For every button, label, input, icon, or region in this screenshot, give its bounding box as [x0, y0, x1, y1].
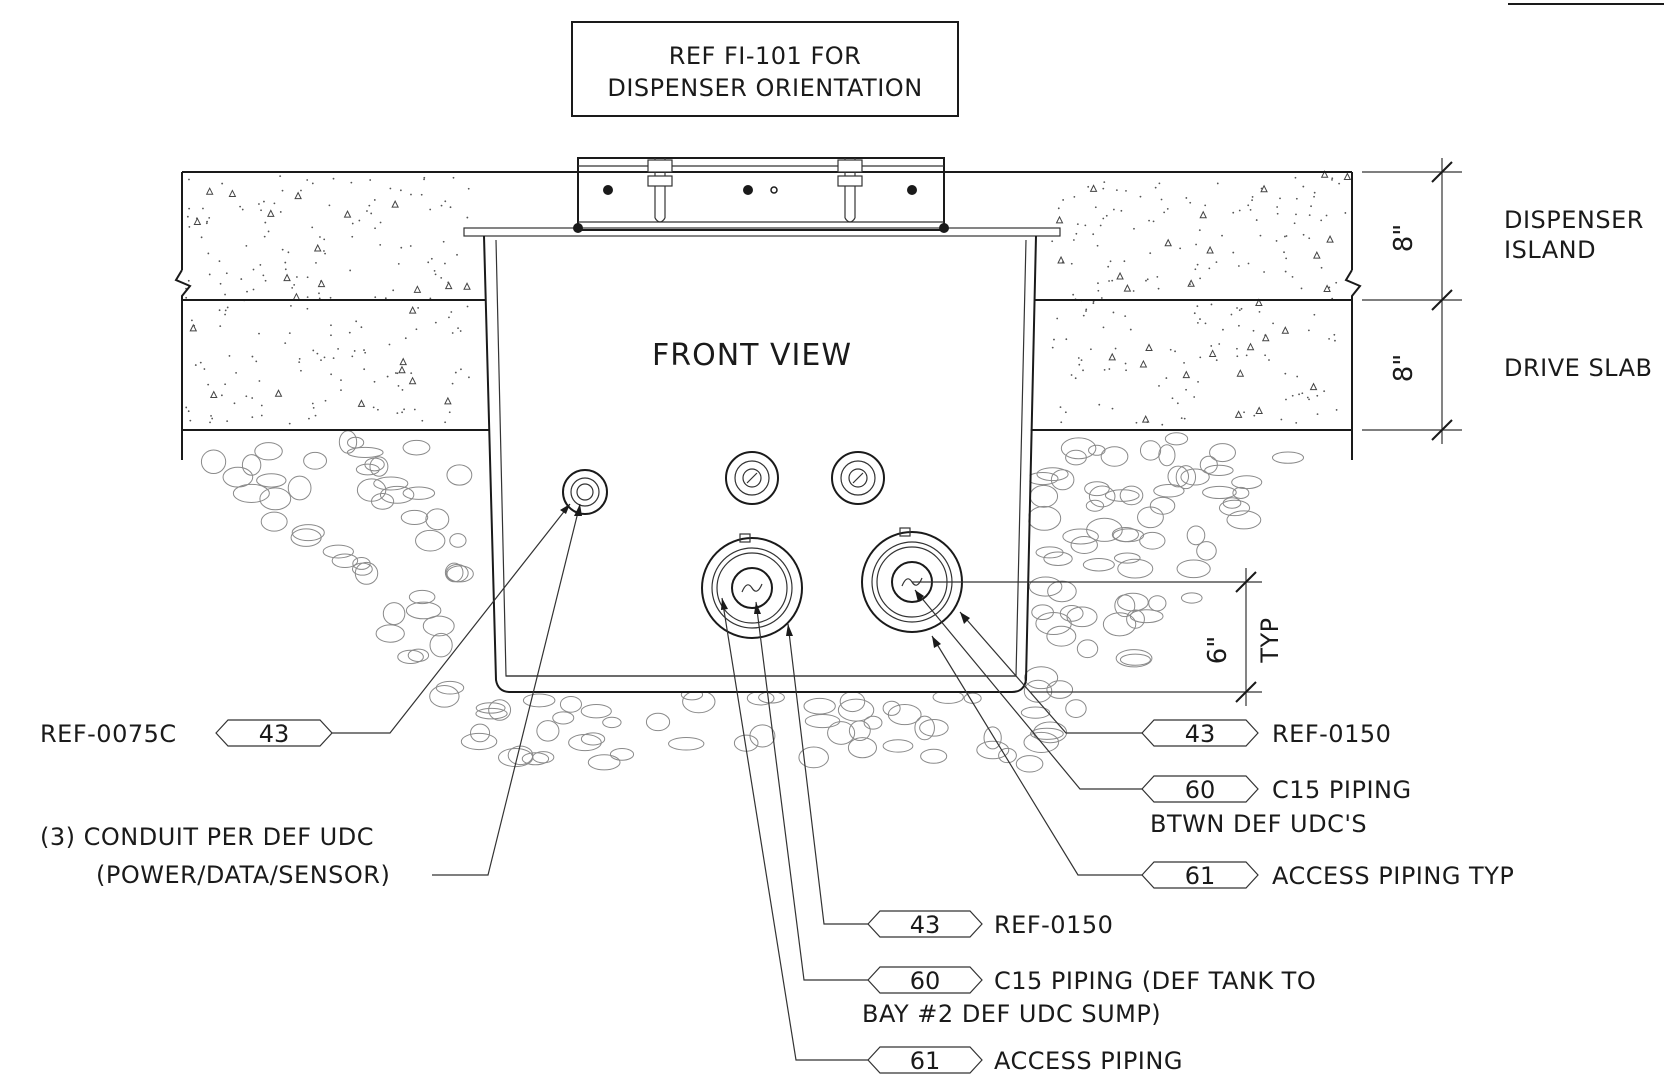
callout-text: REF-0075C — [40, 720, 177, 748]
callout-text: REF-0150 — [994, 911, 1113, 939]
callout-bottom-c15: 60 C15 PIPING (DEF TANK TO BAY #2 DEF UD… — [862, 966, 1316, 1028]
callout-bottom-ref: 43 REF-0150 — [867, 910, 1113, 939]
leader-lines — [332, 503, 1142, 1061]
conduit-fittings — [562, 451, 885, 515]
callout-tag-number: 43 — [1185, 720, 1216, 748]
callout-text-line-2: (POWER/DATA/SENSOR) — [96, 861, 390, 889]
pipe-penetration-left — [701, 533, 803, 639]
callout-text-line-1: C15 PIPING (DEF TANK TO — [994, 967, 1316, 995]
callout-text-line-1: (3) CONDUIT PER DEF UDC — [40, 823, 374, 851]
callout-tag-number: 60 — [910, 967, 941, 995]
sump-box — [463, 227, 1061, 693]
callout-tag-number: 61 — [1185, 862, 1216, 890]
view-title: FRONT VIEW — [652, 338, 852, 373]
typ-dimension-suffix: TYP — [1256, 617, 1284, 663]
callout-tag-number: 43 — [259, 720, 290, 748]
note-line-2: DISPENSER ORIENTATION — [607, 74, 922, 102]
slab-dimension: 8" — [1389, 354, 1419, 383]
slab-label: DRIVE SLAB — [1504, 354, 1652, 382]
callout-tag-number: 43 — [910, 911, 941, 939]
callout-text-line-1: C15 PIPING — [1272, 776, 1412, 804]
layer-dimensions: 8" 8" — [1362, 158, 1462, 444]
callout-tag-number: 61 — [910, 1047, 941, 1075]
island-label-line-2: ISLAND — [1504, 236, 1596, 264]
callout-left-ref: 43 REF-0075C — [40, 719, 333, 748]
typ-dimension: 6" TYP — [912, 568, 1284, 706]
island-dimension: 8" — [1389, 224, 1419, 253]
callout-conduit: (3) CONDUIT PER DEF UDC (POWER/DATA/SENS… — [40, 823, 390, 889]
note-line-1: REF FI-101 FOR — [669, 42, 862, 70]
callout-bottom-access: 61 ACCESS PIPING — [867, 1046, 1183, 1075]
callout-right-c15: 60 C15 PIPING BTWN DEF UDC'S — [1141, 775, 1412, 838]
callout-text-line-2: BAY #2 DEF UDC SUMP) — [862, 1000, 1161, 1028]
callout-tag-number: 60 — [1185, 776, 1216, 804]
callout-text: ACCESS PIPING TYP — [1272, 862, 1514, 890]
callout-text: REF-0150 — [1272, 720, 1391, 748]
dispenser-frame — [573, 157, 949, 233]
callout-right-ref: 43 REF-0150 — [1141, 719, 1391, 748]
callout-text: ACCESS PIPING — [994, 1047, 1183, 1075]
callout-right-access: 61 ACCESS PIPING TYP — [1141, 861, 1514, 890]
note-box: REF FI-101 FOR DISPENSER ORIENTATION — [571, 21, 959, 117]
typ-dimension-value: 6" — [1203, 636, 1233, 665]
island-label-line-1: DISPENSER — [1504, 206, 1644, 234]
callout-text-line-2: BTWN DEF UDC'S — [1150, 810, 1367, 838]
